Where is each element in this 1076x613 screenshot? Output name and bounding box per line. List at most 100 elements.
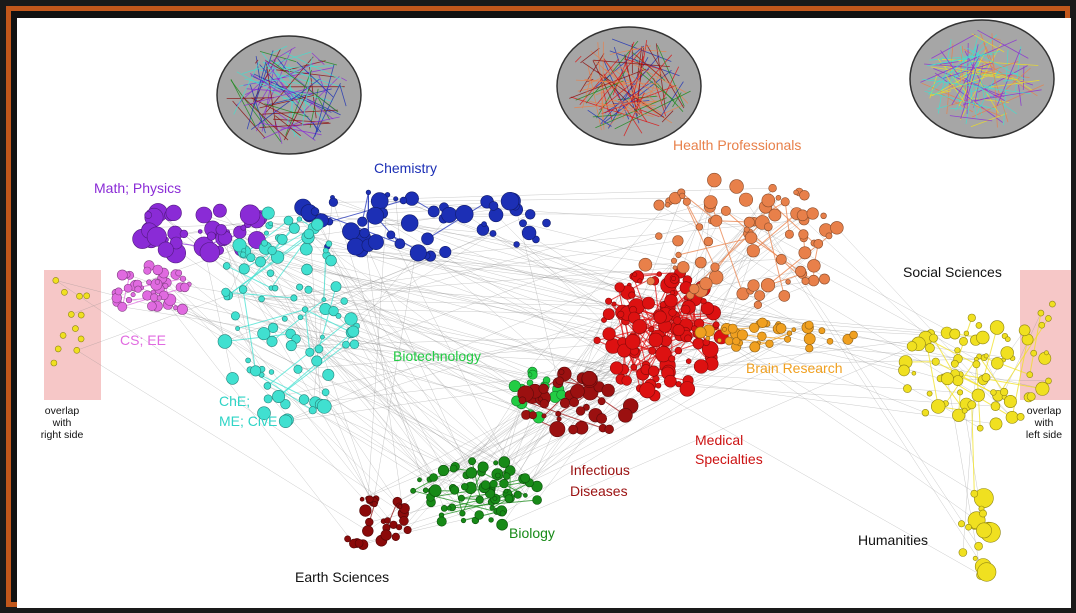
node-chemistry <box>399 196 408 205</box>
globe-edge <box>609 45 651 55</box>
node-health <box>819 273 830 285</box>
globe-edge <box>994 67 1031 100</box>
globe-edge <box>244 78 333 102</box>
edge <box>427 201 488 240</box>
node-social <box>1026 392 1036 401</box>
node-social <box>950 359 959 368</box>
edge <box>167 304 355 544</box>
globe-edge <box>595 45 645 88</box>
node-che <box>319 334 325 340</box>
edge <box>634 195 683 318</box>
edge <box>362 221 494 234</box>
edge <box>960 374 1043 390</box>
node-medical <box>671 275 677 281</box>
node-medical <box>672 324 685 337</box>
node-math-physics <box>239 204 261 225</box>
node-biology <box>503 472 511 480</box>
node-social <box>957 389 964 396</box>
node-che <box>240 251 247 258</box>
edge <box>307 237 538 487</box>
label-cs-ee: CS; EE <box>120 332 166 348</box>
label-medical-line1: Medical <box>695 432 744 448</box>
node-brain <box>757 317 768 328</box>
edge <box>453 403 522 469</box>
node-chemistry <box>365 189 372 195</box>
edge <box>265 247 648 391</box>
globe-edge <box>270 59 339 113</box>
globe-edge <box>966 47 1025 80</box>
edge <box>305 251 446 310</box>
node-medical <box>624 334 641 350</box>
node-che <box>299 242 313 256</box>
node-infectious <box>570 384 585 399</box>
globe-edge <box>575 79 660 85</box>
node-earth-sciences <box>359 504 372 517</box>
node-social <box>1026 371 1034 379</box>
globe-edge <box>580 47 600 64</box>
globe-edge <box>265 63 277 130</box>
node-health <box>775 195 782 201</box>
globe-edge <box>924 63 993 70</box>
node-health <box>695 223 704 231</box>
label-social-sciences: Social Sciences <box>903 264 1002 280</box>
globe-edge <box>623 92 645 137</box>
edge <box>481 396 533 473</box>
node-social <box>989 320 1005 335</box>
node-cs-ee <box>146 279 152 286</box>
node-math-physics <box>144 211 152 219</box>
node-cs-ee <box>176 303 188 315</box>
node-biology <box>504 494 514 504</box>
node-che <box>283 215 294 226</box>
globe-left <box>216 35 362 155</box>
node-social <box>929 333 938 343</box>
node-math-physics <box>199 242 220 263</box>
edge <box>658 204 979 396</box>
node-che <box>271 285 279 292</box>
node-health <box>710 214 723 227</box>
node-brain <box>765 339 774 348</box>
node-social <box>1035 381 1050 396</box>
edge <box>228 295 643 375</box>
node-medical <box>648 326 655 333</box>
node-social <box>911 370 917 376</box>
edge <box>471 461 481 500</box>
edge <box>507 319 605 494</box>
edge <box>395 468 454 538</box>
globe-edge <box>971 33 1005 53</box>
node-chemistry <box>409 244 427 262</box>
edge <box>243 289 616 368</box>
globe-edge <box>1002 79 1015 82</box>
node-social <box>952 375 964 386</box>
globe-edge <box>949 115 993 122</box>
node-infectious <box>518 396 527 405</box>
node-brain <box>724 336 734 346</box>
overlap-left-line3: right side <box>40 429 84 441</box>
globe-edge <box>929 74 938 99</box>
label-math-physics: Math; Physics <box>94 180 182 196</box>
label-che-line1: ChE; <box>219 393 251 409</box>
edge <box>260 261 652 330</box>
node-social <box>965 523 972 531</box>
node-health <box>655 232 663 240</box>
node-brain <box>826 337 834 345</box>
node-social <box>963 330 970 336</box>
edge <box>300 317 543 399</box>
node-biology <box>429 473 438 482</box>
node-che <box>285 340 297 352</box>
globe-edge <box>280 116 340 130</box>
globe-edge <box>608 109 613 120</box>
node-infectious <box>556 416 562 422</box>
globe-edge <box>977 29 1029 59</box>
edge <box>1003 312 1042 393</box>
node-social <box>54 345 62 353</box>
globe-edge <box>575 80 624 101</box>
edge <box>502 343 919 525</box>
edge <box>395 198 401 244</box>
node-medical <box>614 282 625 293</box>
globe-edge <box>950 108 970 110</box>
edge <box>317 224 485 488</box>
edge <box>212 228 401 507</box>
edge <box>655 378 997 425</box>
globe-edge <box>658 71 689 104</box>
node-chemistry <box>401 214 419 232</box>
